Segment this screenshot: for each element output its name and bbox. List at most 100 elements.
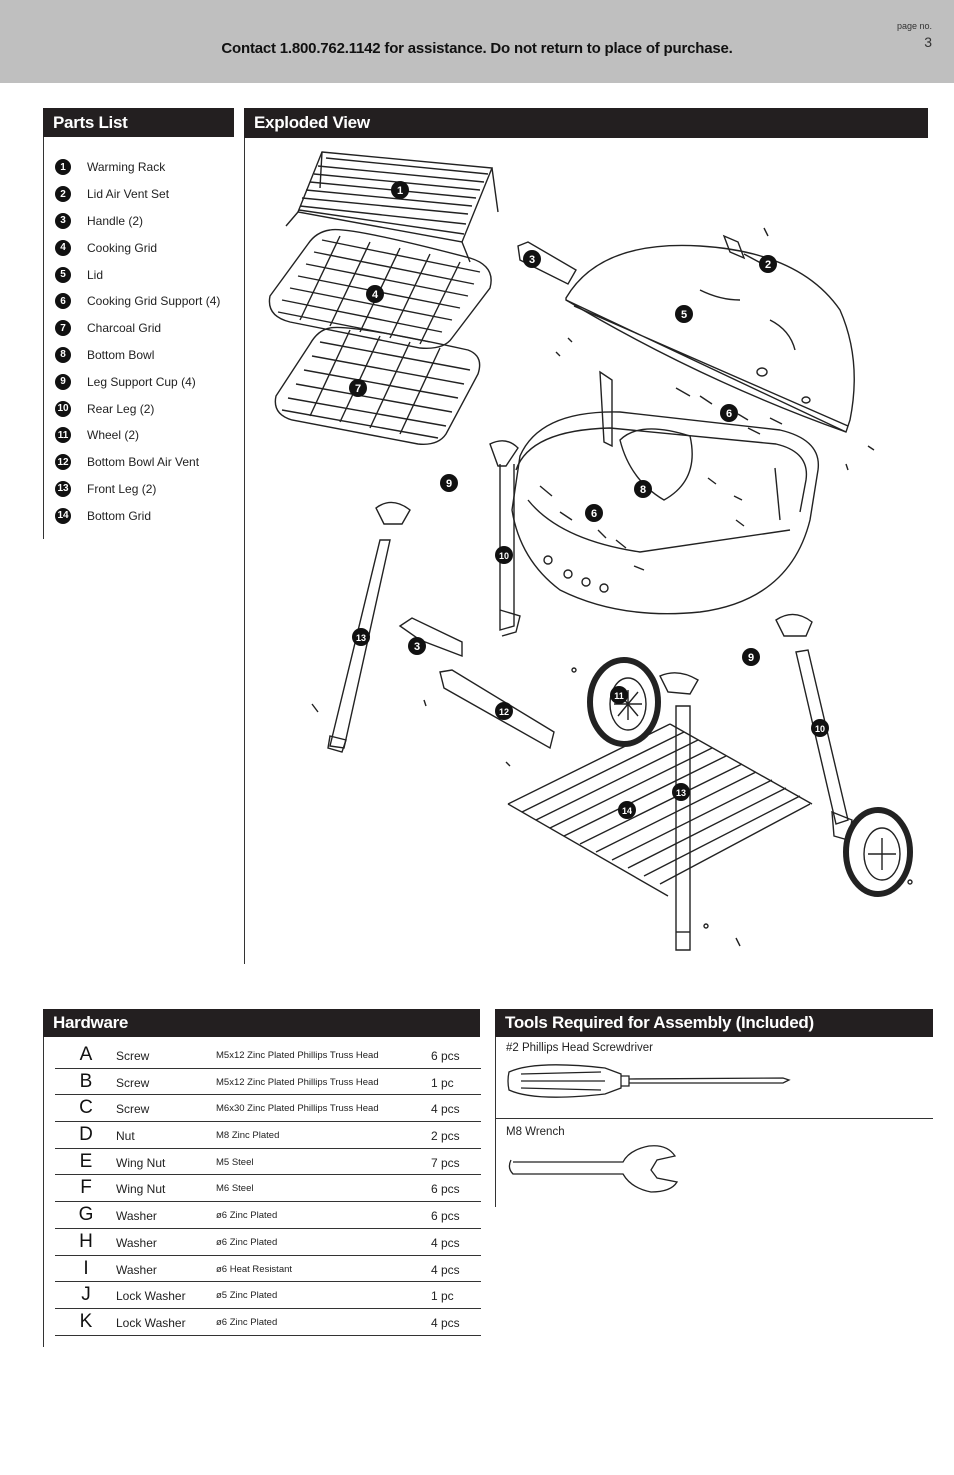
callout-label: 9 xyxy=(446,478,452,490)
hardware-qty: 4 pcs xyxy=(431,1102,460,1117)
hardware-header: Hardware xyxy=(43,1009,480,1037)
hardware-letter: G xyxy=(78,1204,94,1226)
part-number-badge: 6 xyxy=(55,293,71,310)
part-number-badge: 7 xyxy=(55,320,71,337)
hardware-letter: I xyxy=(83,1257,89,1279)
hardware-type: Screw xyxy=(116,1049,150,1063)
hardware-letter: B xyxy=(79,1070,93,1092)
wheel-left-drawing xyxy=(587,657,661,747)
callout-label: 3 xyxy=(414,641,420,653)
part-name: Wheel (2) xyxy=(87,428,140,443)
callout-marker: 14 xyxy=(618,801,636,819)
hardware-type: Washer xyxy=(116,1235,157,1250)
part-name: Cooking Grid Support (4) xyxy=(87,294,221,309)
callout-label: 4 xyxy=(372,289,379,301)
callout-marker: 4 xyxy=(366,285,384,303)
callout-label: 10 xyxy=(499,551,509,561)
tools-header: Tools Required for Assembly (Included) xyxy=(495,1009,933,1037)
hardware-type: Washer xyxy=(116,1209,157,1224)
page-no-label: page no. xyxy=(896,21,932,31)
hardware-desc: ø6 Zinc Plated xyxy=(216,1236,278,1248)
contact-text: Contact 1.800.762.1142 for assistance. D… xyxy=(221,40,733,57)
front-leg-left-drawing xyxy=(327,539,391,753)
page-number: 3 xyxy=(924,34,932,50)
part-name: Bottom Bowl xyxy=(87,347,155,362)
hardware-desc: ø5 Zinc Plated xyxy=(216,1290,278,1302)
hardware-type: Lock Washer xyxy=(116,1289,186,1304)
tool-label-screwdriver: #2 Phillips Head Screwdriver xyxy=(506,1042,654,1054)
charcoal-grid-drawing xyxy=(274,326,481,445)
callout-marker: 13 xyxy=(352,628,370,646)
hardware-qty: 1 pc xyxy=(431,1289,454,1304)
hardware-qty: 1 pc xyxy=(431,1075,454,1090)
part-name: Warming Rack xyxy=(87,160,166,175)
parts-list-item: 6 Cooking Grid Support (4) xyxy=(55,288,220,315)
hardware-letter: E xyxy=(79,1150,93,1172)
callout-marker: 1 xyxy=(391,181,409,199)
part-number-badge: 1 xyxy=(55,159,71,176)
callout-label: 14 xyxy=(622,806,632,816)
hardware-pieces-drawing xyxy=(311,337,913,947)
hardware-letter: J xyxy=(81,1284,91,1306)
exploded-view-border xyxy=(244,138,245,964)
leg-cup-mid-drawing xyxy=(659,672,699,695)
hardware-letter: F xyxy=(80,1177,92,1199)
part-number-badge: 3 xyxy=(55,212,71,229)
part-number-badge: 13 xyxy=(55,480,71,497)
hardware-desc: M8 Zinc Plated xyxy=(216,1130,280,1142)
part-number-badge: 12 xyxy=(55,454,71,471)
parts-list-item: 2 Lid Air Vent Set xyxy=(55,181,169,208)
hardware-desc: ø6 Zinc Plated xyxy=(216,1316,278,1328)
callout-marker: 8 xyxy=(634,480,652,498)
part-name: Lid xyxy=(87,267,104,282)
exploded-view-title: Exploded View xyxy=(254,113,370,132)
part-number-badge: 14 xyxy=(55,507,71,524)
part-number-badge: 9 xyxy=(55,373,71,390)
callout-label: 8 xyxy=(640,484,646,496)
part-number-badge: 5 xyxy=(55,266,71,283)
hardware-letter: H xyxy=(79,1230,93,1252)
hardware-row: A Screw M5x12 Zinc Plated Phillips Truss H… xyxy=(55,1042,481,1069)
hardware-qty: 4 pcs xyxy=(431,1315,460,1330)
hardware-row: G Washer ø6 Zinc Plated 6 pcs xyxy=(55,1202,481,1229)
callout-marker: 11 xyxy=(610,686,628,704)
rear-leg-left-drawing xyxy=(489,440,521,637)
hardware-qty: 6 pcs xyxy=(431,1209,460,1224)
warming-rack-drawing xyxy=(285,151,499,263)
hardware-desc: M6x30 Zinc Plated Phillips Truss Head xyxy=(216,1103,379,1115)
hardware-desc: M5 Steel xyxy=(216,1156,254,1168)
hardware-table: A Screw M5x12 Zinc Plated Phillips Truss H… xyxy=(55,1042,481,1336)
hardware-type: Lock Washer xyxy=(116,1315,186,1330)
hardware-letter: A xyxy=(79,1044,93,1065)
callout-label: 13 xyxy=(356,633,366,643)
rear-leg-right-drawing xyxy=(795,649,853,841)
callout-marker: 9 xyxy=(440,474,458,492)
callout-label: 7 xyxy=(355,383,361,395)
parts-list-item: 5 Lid xyxy=(55,261,103,288)
callout-label: 5 xyxy=(681,309,687,321)
parts-list-item: 1 Warming Rack xyxy=(55,154,165,181)
hardware-desc: ø6 Zinc Plated xyxy=(216,1210,278,1222)
part-number-badge: 2 xyxy=(55,186,71,203)
exploded-view-header: Exploded View xyxy=(244,108,928,138)
tools-border xyxy=(495,1037,496,1207)
front-leg-mid-drawing xyxy=(675,705,691,951)
hardware-title: Hardware xyxy=(53,1013,129,1032)
bottom-bowl-drawing xyxy=(511,370,820,615)
parts-list-title: Parts List xyxy=(53,112,128,132)
part-name: Lid Air Vent Set xyxy=(87,187,170,202)
callout-label: 1 xyxy=(397,185,403,197)
screwdriver-icon xyxy=(507,1064,791,1098)
part-name: Bottom Bowl Air Vent xyxy=(87,455,200,470)
callout-label: 6 xyxy=(591,508,597,520)
hardware-desc: M5x12 Zinc Plated Phillips Truss Head xyxy=(216,1050,379,1061)
hardware-type: Nut xyxy=(116,1129,135,1144)
